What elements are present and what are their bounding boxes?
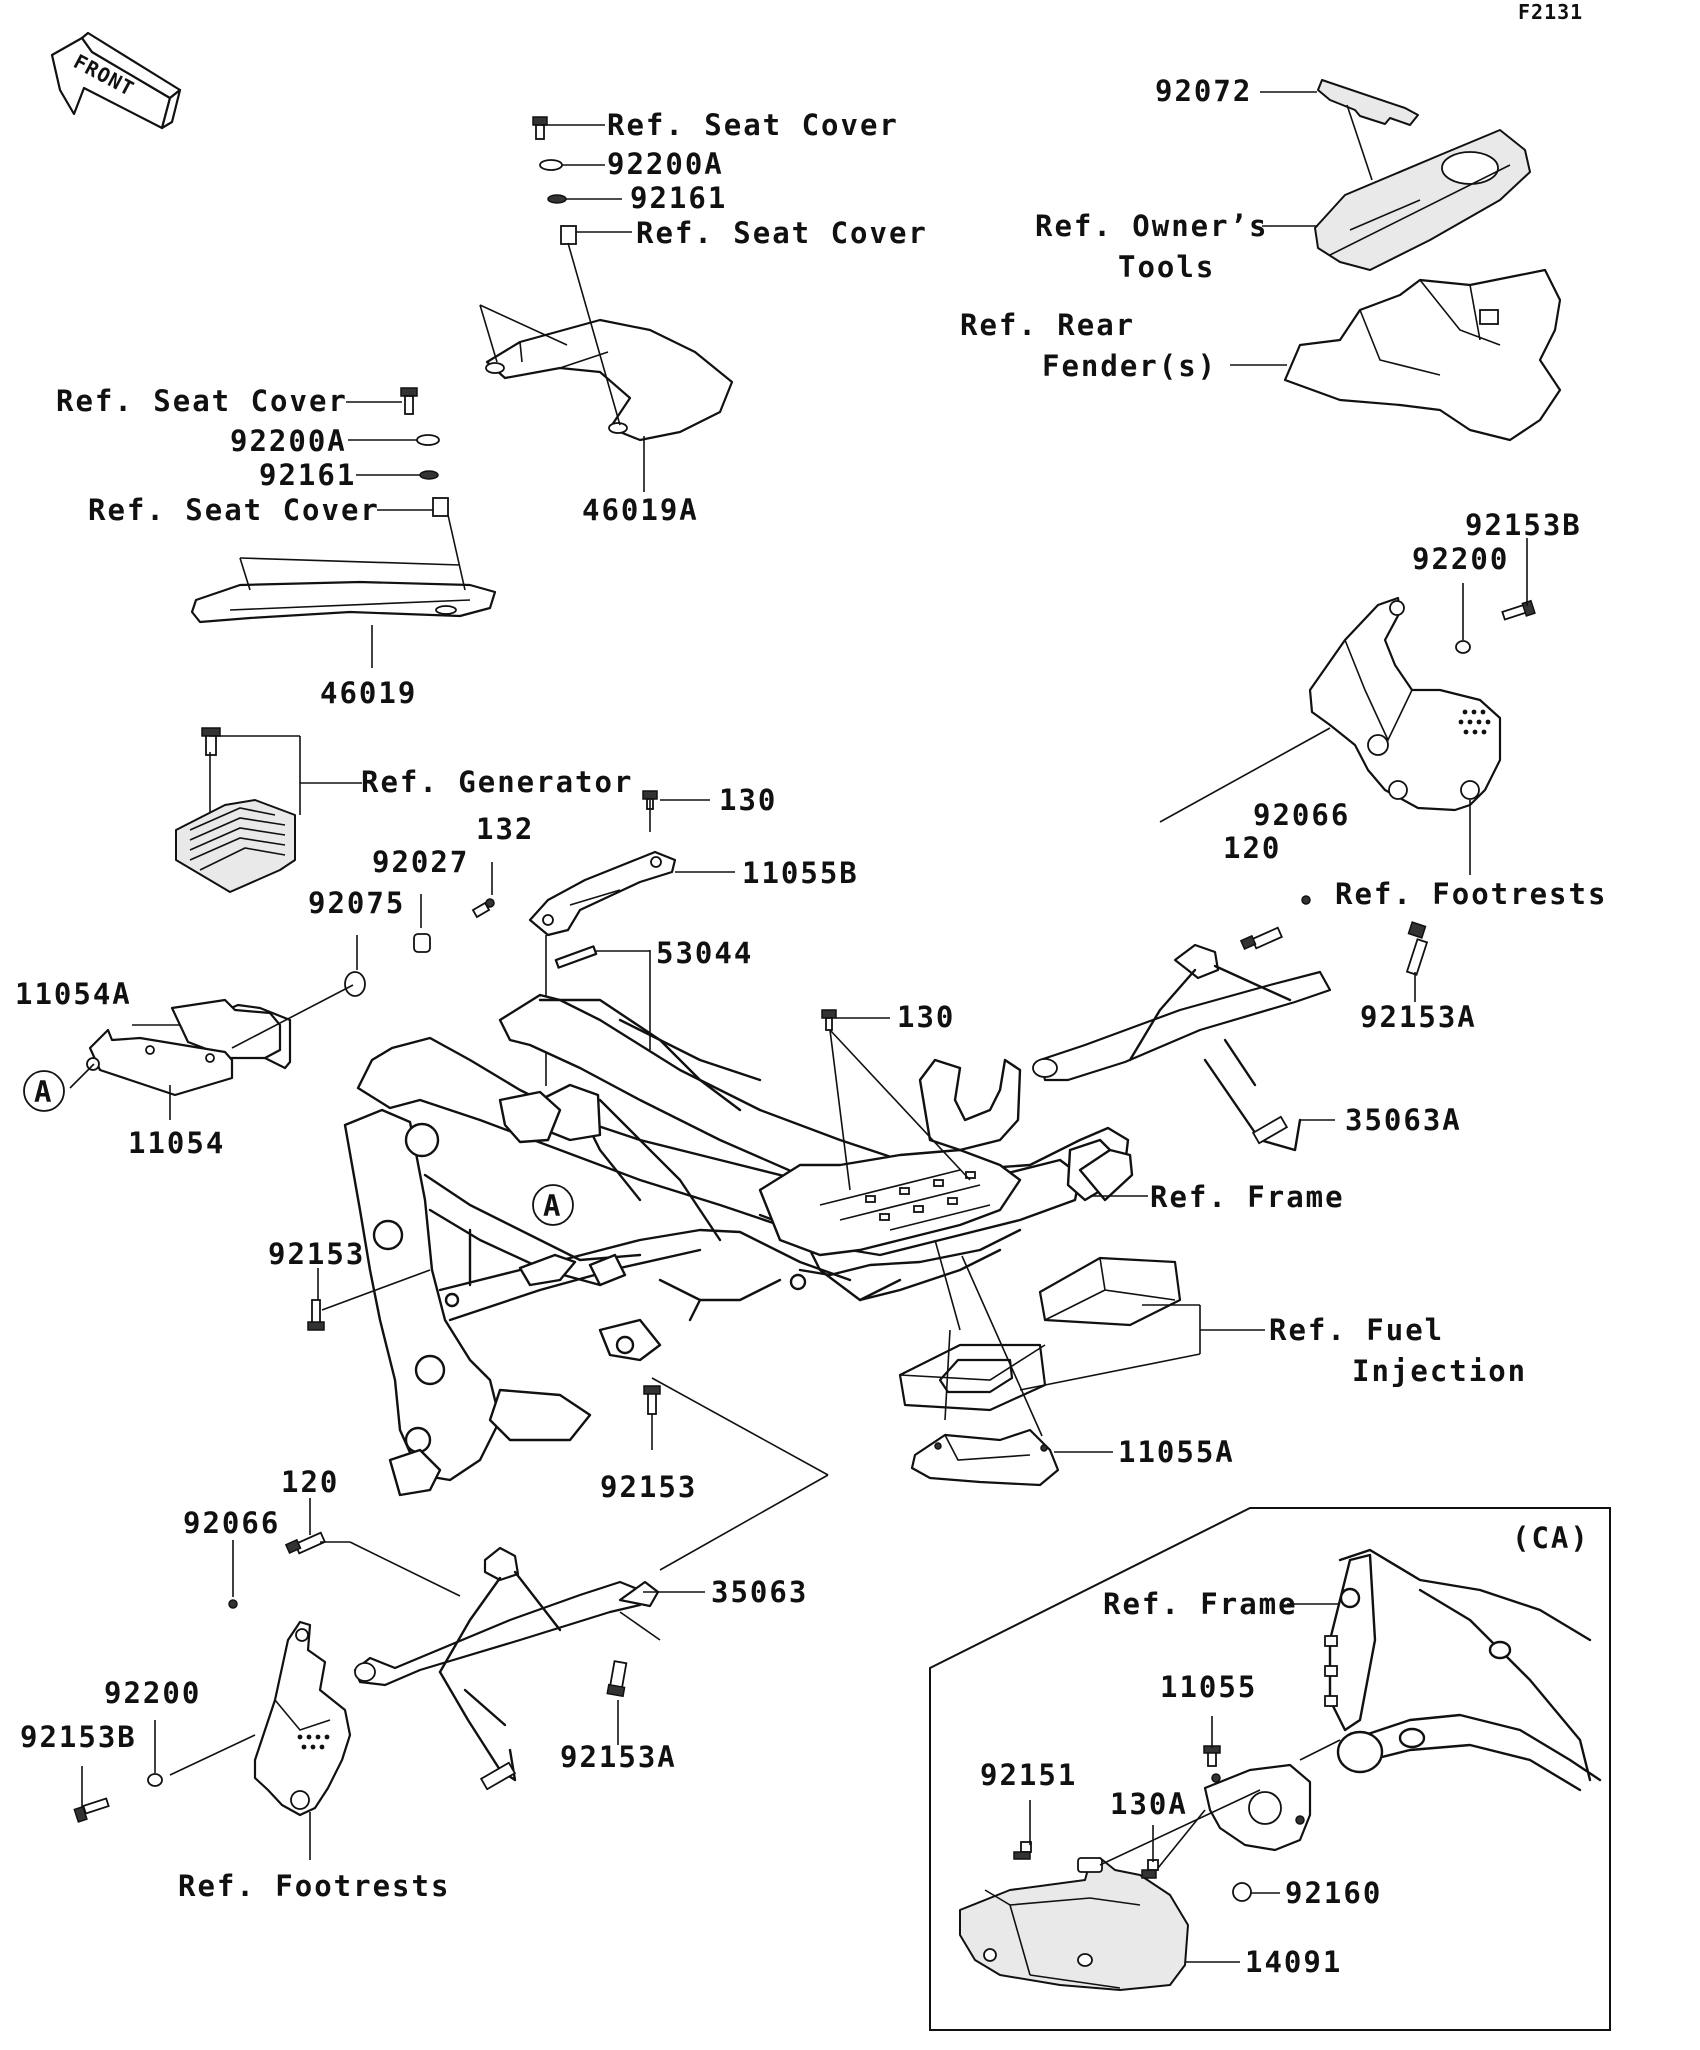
label-92153-left: 92153	[268, 1237, 365, 1271]
label-92200A-left: 92200A	[230, 424, 347, 458]
label-seat-cover-left-1: Ref. Seat Cover	[56, 384, 348, 418]
callout-a-left: A	[23, 1070, 65, 1112]
label-ca-tag: (CA)	[1512, 1521, 1590, 1555]
label-footrests-left: Ref. Footrests	[178, 1869, 450, 1903]
label-92161-top: 92161	[630, 181, 727, 215]
tool-kit-assembly	[1230, 79, 1562, 442]
ca-inset	[929, 1507, 1611, 2031]
label-120-left: 120	[281, 1465, 339, 1499]
label-53044: 53044	[656, 936, 753, 970]
label-92066-right: 92066	[1253, 798, 1350, 832]
label-130-top: 130	[719, 783, 777, 817]
label-11054A: 11054A	[15, 977, 132, 1011]
label-92153B-right: 92153B	[1465, 508, 1582, 542]
label-132: 132	[476, 812, 534, 846]
svg-text:A: A	[34, 1075, 53, 1109]
label-130-mid: 130	[897, 1000, 955, 1034]
svg-text:A: A	[543, 1189, 562, 1223]
label-46019: 46019	[320, 676, 417, 710]
bracket-11055B	[528, 790, 735, 1086]
label-ca-ref-frame: Ref. Frame	[1103, 1587, 1298, 1621]
label-seat-cover-top-2: Ref. Seat Cover	[636, 216, 928, 250]
label-footrests-right: Ref. Footrests	[1335, 877, 1607, 911]
label-46019A: 46019A	[582, 493, 699, 527]
label-ref-frame: Ref. Frame	[1150, 1180, 1345, 1214]
label-fuel-injection-2: Injection	[1352, 1354, 1527, 1388]
label-92075: 92075	[308, 886, 405, 920]
label-92200A-top: 92200A	[607, 147, 724, 181]
left-footrest-bracket	[73, 1620, 352, 1860]
label-92153A-right: 92153A	[1360, 1000, 1477, 1034]
label-92151: 92151	[980, 1758, 1077, 1792]
label-92072: 92072	[1155, 74, 1252, 108]
seat-bracket-46019A	[479, 116, 734, 492]
callout-a-frame: A	[532, 1184, 574, 1226]
label-35063: 35063	[711, 1575, 808, 1609]
label-rear-fender-2: Fender(s)	[1042, 349, 1217, 383]
label-fuel-injection-1: Ref. Fuel	[1269, 1313, 1444, 1347]
footrest-stay-35063A	[1032, 895, 1429, 1152]
label-generator: Ref. Generator	[361, 765, 633, 799]
label-35063A: 35063A	[1345, 1103, 1462, 1137]
label-owners-tools-2: Tools	[1118, 250, 1215, 284]
label-92027: 92027	[372, 845, 469, 879]
bolt-92153-mid	[643, 1385, 661, 1450]
label-11055B: 11055B	[742, 856, 859, 890]
label-92066-left: 92066	[183, 1506, 280, 1540]
label-92200-left: 92200	[104, 1676, 201, 1710]
front-arrow-icon: FRONT	[50, 31, 182, 130]
bolt-130-mid	[821, 1009, 1148, 1197]
label-92153B-left: 92153B	[20, 1720, 137, 1754]
label-11054: 11054	[128, 1126, 225, 1160]
label-120-right: 120	[1223, 831, 1281, 865]
label-92160: 92160	[1285, 1876, 1382, 1910]
figure-code: F2131	[1518, 0, 1583, 24]
label-92153A-left: 92153A	[560, 1740, 677, 1774]
label-92153-mid: 92153	[600, 1470, 697, 1504]
label-seat-cover-left-2: Ref. Seat Cover	[88, 493, 380, 527]
label-130A: 130A	[1110, 1787, 1188, 1821]
right-footrest-bracket	[1159, 538, 1536, 875]
label-92161-left: 92161	[259, 458, 356, 492]
label-seat-cover-top-1: Ref. Seat Cover	[607, 108, 899, 142]
label-11055A: 11055A	[1118, 1435, 1235, 1469]
main-frame	[343, 993, 1134, 1497]
regulator-bracket-assembly	[69, 727, 495, 1120]
bolt-92153-left	[307, 1268, 431, 1331]
label-rear-fender-1: Ref. Rear	[960, 308, 1135, 342]
label-11055: 11055	[1160, 1670, 1257, 1704]
label-owners-tools-1: Ref. Owner’s	[1035, 209, 1269, 243]
label-14091: 14091	[1245, 1945, 1342, 1979]
ecu-bracket-11055A	[898, 1239, 1265, 1487]
seat-bracket-46019	[190, 387, 497, 668]
label-92200-right: 92200	[1412, 542, 1509, 576]
footrest-stay-35063	[228, 1377, 829, 1791]
